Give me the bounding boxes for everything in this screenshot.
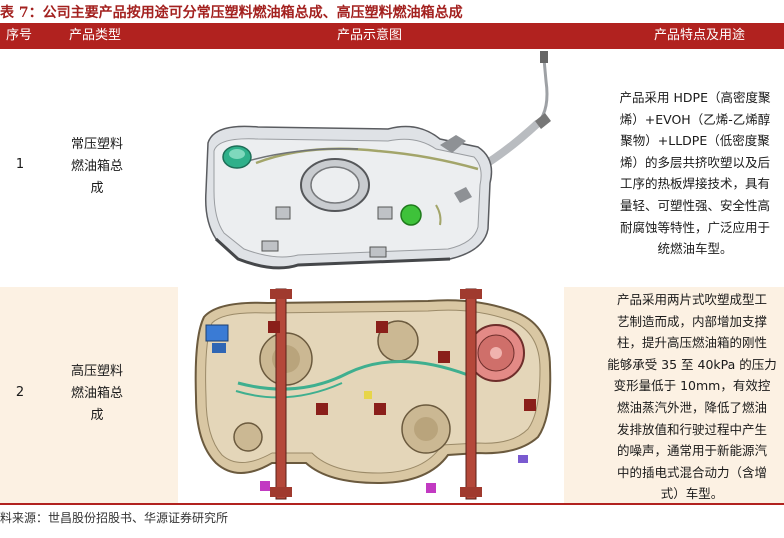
row-description: 产品采用 HDPE（高密度聚 烯）+EVOH（乙烯-乙烯醇 聚物）+LLDPE（… — [619, 90, 771, 257]
plastic-fuel-tank-illustration — [178, 51, 564, 287]
table-row: 1 常压塑料 燃油箱总 成 — [0, 49, 784, 287]
table-header: 序号 产品类型 产品示意图 产品特点及用途 — [0, 23, 784, 49]
header-desc: 产品特点及用途 — [654, 28, 746, 43]
header-image: 产品示意图 — [337, 28, 403, 43]
table-caption: 表 7：公司主要产品按用途可分常压塑料燃油箱总成、高压塑料燃油箱总成 — [0, 5, 463, 21]
row-description: 产品采用两片式吹塑成型工 艺制造而成，内部增加支撑 柱，提升高压燃油箱的刚性 能… — [607, 292, 777, 502]
header-num: 序号 — [6, 28, 33, 43]
row-number: 1 — [15, 157, 25, 172]
high-pressure-fuel-tank-illustration — [178, 287, 564, 503]
table-bottom-rule — [0, 503, 784, 505]
source-note: 料来源：世昌股份招股书、华源证券研究所 — [0, 511, 229, 525]
row-number: 2 — [15, 385, 25, 400]
table-row: 2 高压塑料 燃油箱总 成 — [0, 287, 784, 503]
header-type: 产品类型 — [69, 28, 122, 43]
row-product-type: 常压塑料 燃油箱总 成 — [70, 137, 123, 196]
row-product-type: 高压塑料 燃油箱总 成 — [70, 364, 123, 423]
